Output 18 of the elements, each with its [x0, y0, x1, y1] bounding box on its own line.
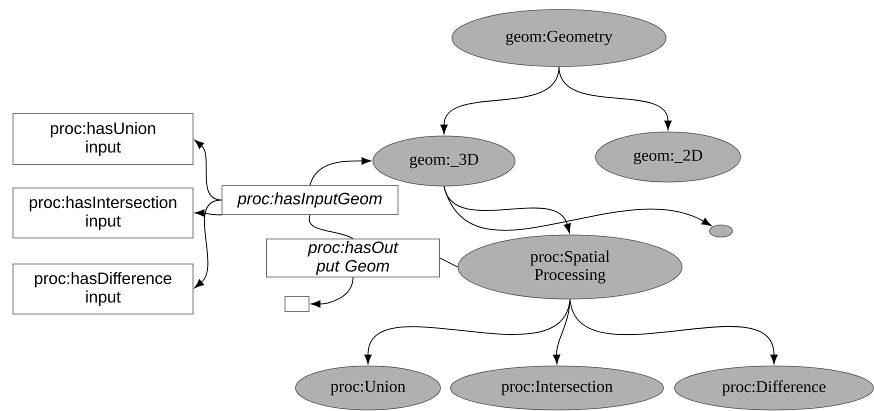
arrow	[194, 209, 222, 217]
arrow	[310, 157, 372, 186]
property-box: proc:hasInputGeom	[222, 185, 398, 215]
arrow	[364, 298, 570, 364]
arrow	[444, 186, 712, 231]
arrow	[194, 200, 222, 288]
property-box: proc:hasUnion input	[12, 113, 194, 165]
arrow	[552, 298, 570, 364]
connector-line	[439, 258, 458, 268]
arrow	[310, 276, 354, 308]
arrow	[558, 66, 672, 130]
small-box	[284, 296, 310, 312]
property-box: proc:hasOut put Geom	[266, 238, 440, 278]
property-box: proc:hasDifference input	[12, 264, 194, 314]
small-ellipse	[709, 224, 733, 238]
property-box: proc:hasIntersection input	[12, 188, 194, 238]
connector-line	[308, 214, 354, 240]
arrow	[570, 298, 778, 364]
